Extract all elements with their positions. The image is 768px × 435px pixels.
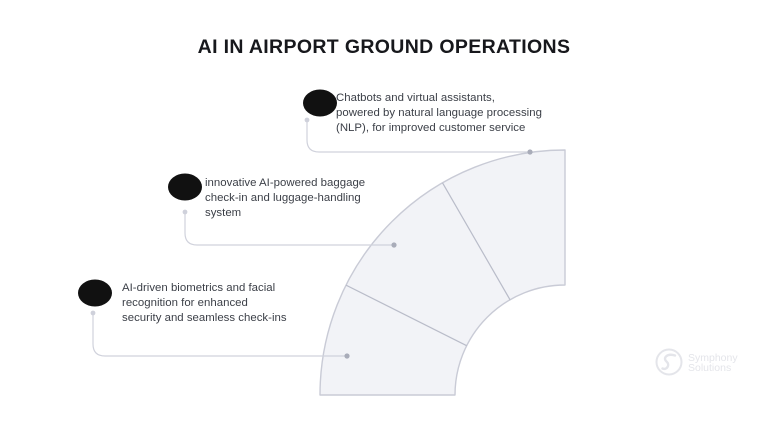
bullet-anchor-dot-3 xyxy=(90,310,96,316)
connector-group xyxy=(92,121,528,357)
brand-logo: Symphony Solutions xyxy=(655,347,755,379)
arc-anchor-dot-1 xyxy=(527,149,533,155)
callout-chatbots: Chatbots and virtual assistants, powered… xyxy=(299,88,599,148)
arc-body xyxy=(319,149,566,396)
bullet-anchor-dot-2 xyxy=(182,209,188,215)
connector-line-1 xyxy=(306,121,528,153)
bullet-ellipse-1 xyxy=(303,89,337,117)
bullet-markers xyxy=(78,89,337,307)
symphony-swirl-icon xyxy=(655,348,683,376)
connector-line-2 xyxy=(184,213,392,246)
callout-chatbots-text: Chatbots and virtual assistants, powered… xyxy=(336,92,542,135)
arc-anchor-dot-2 xyxy=(391,242,397,248)
callout-biometrics: AI-driven biometrics and facial recognit… xyxy=(76,278,326,338)
connector-line-3 xyxy=(92,314,345,357)
logo-text-line1: Symphony xyxy=(688,352,738,364)
bullet-ellipse-3 xyxy=(78,279,112,307)
callout-baggage-text: innovative AI-powered baggage check-in a… xyxy=(205,177,366,220)
bullet-ellipse-2 xyxy=(168,173,202,201)
callout-biometrics-text: AI-driven biometrics and facial recognit… xyxy=(122,282,287,325)
bullet-anchor-dots xyxy=(90,117,310,316)
callout-baggage: innovative AI-powered baggage check-in a… xyxy=(168,173,418,233)
page-title: AI IN AIRPORT GROUND OPERATIONS xyxy=(197,36,571,58)
logo-text-line2: Solutions xyxy=(688,362,731,374)
bullet-anchor-dot-1 xyxy=(304,117,310,123)
arc-anchor-dots xyxy=(344,149,533,359)
arc-anchor-dot-3 xyxy=(344,353,350,359)
